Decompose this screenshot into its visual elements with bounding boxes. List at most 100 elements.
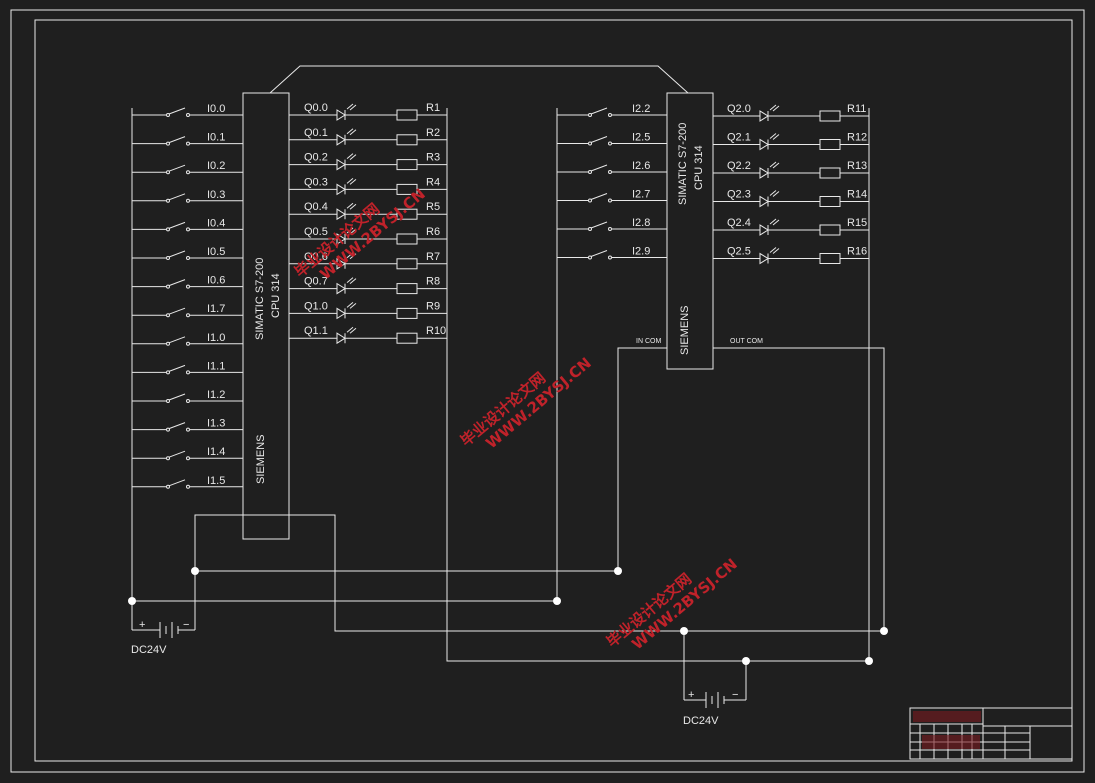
left-input-rungs: I0.0I0.1I0.2I0.3I0.4I0.5I0.6I1.7I1.0I1.1… — [131, 103, 243, 493]
plc-right-cpu: CPU 314 — [693, 145, 705, 190]
output-rung: Q2.0 R11 — [713, 103, 869, 122]
input-address: I2.8 — [632, 217, 650, 229]
output-address: Q0.1 — [304, 127, 328, 139]
input-rung: I1.4 — [131, 446, 243, 465]
dc24v-label: DC24V — [131, 644, 167, 656]
input-address: I1.4 — [207, 446, 225, 458]
resistor — [396, 258, 418, 270]
input-rung: I2.2 — [557, 103, 667, 117]
inner-frame — [34, 19, 1073, 762]
watermark: 毕业设计论文网 WWW.2BYSJ.CN 毕业设计论文网 WWW.2BYSJ.C… — [291, 185, 741, 653]
minus-sign: − — [732, 689, 738, 701]
resistor — [396, 233, 418, 245]
input-rung: I2.9 — [557, 246, 667, 260]
plc-left-body — [242, 92, 290, 540]
input-address: I2.7 — [632, 189, 650, 201]
junction-dots — [128, 567, 888, 665]
resistor — [819, 224, 841, 236]
resistor-label: R1 — [426, 102, 440, 114]
output-rung: Q0.3 R4 — [289, 176, 447, 196]
right-input-rungs: I2.2I2.5I2.6I2.7I2.8I2.9 — [557, 103, 667, 260]
output-address: Q1.0 — [304, 300, 328, 312]
input-rung: I0.1 — [131, 132, 243, 150]
resistor — [396, 159, 418, 171]
dc-supply-right: + − DC24V — [683, 689, 746, 727]
plc-right-brand: SIEMENS — [679, 305, 691, 355]
input-address: I2.6 — [632, 160, 650, 172]
output-address: Q0.3 — [304, 176, 328, 188]
input-address: I1.3 — [207, 418, 225, 430]
output-address: Q2.0 — [727, 103, 751, 115]
resistor-label: R12 — [847, 132, 867, 144]
input-address: I0.6 — [207, 275, 225, 287]
resistor-label: R4 — [426, 176, 440, 188]
resistor — [396, 134, 418, 146]
plc-right-body — [666, 92, 714, 370]
resistor — [396, 307, 418, 319]
out-com-label: OUT COM — [730, 338, 763, 345]
input-rung: I1.0 — [131, 332, 243, 350]
input-rung: I0.0 — [131, 103, 243, 121]
resistor-label: R14 — [847, 189, 867, 201]
plc-left-cpu: CPU 314 — [270, 273, 282, 318]
output-address: Q0.0 — [304, 102, 328, 114]
input-address: I0.3 — [207, 189, 225, 201]
output-rung: Q0.4 R5 — [289, 201, 447, 221]
input-rung: I1.2 — [131, 389, 243, 407]
output-address: Q0.5 — [304, 226, 328, 238]
input-rung: I1.3 — [131, 418, 243, 436]
resistor-label: R16 — [847, 246, 867, 258]
output-address: Q2.5 — [727, 246, 751, 258]
dc-supply-left: + − DC24V — [131, 619, 195, 656]
plus-sign: + — [688, 689, 694, 701]
resistor — [819, 167, 841, 179]
resistor-label: R7 — [426, 251, 440, 263]
output-rung: Q0.7 R8 — [289, 276, 447, 295]
input-address: I2.9 — [632, 246, 650, 258]
plc-link — [269, 65, 689, 94]
resistor — [819, 110, 841, 122]
output-address: Q0.7 — [304, 276, 328, 288]
input-rung: I2.5 — [557, 132, 667, 146]
plus-sign: + — [139, 619, 145, 631]
resistor-label: R11 — [847, 103, 866, 115]
plc-left-model: SIMATIC S7-200 — [254, 258, 266, 340]
output-rung: Q2.5 R16 — [713, 246, 869, 265]
input-rung: I0.3 — [131, 189, 243, 207]
input-address: I2.5 — [632, 132, 650, 144]
input-rung: I0.5 — [131, 246, 243, 264]
input-address: I0.5 — [207, 246, 225, 258]
wiring — [131, 108, 885, 700]
plc-left-brand: SIEMENS — [255, 434, 267, 484]
input-rung: I2.6 — [557, 160, 667, 174]
output-address: Q0.4 — [304, 201, 328, 213]
output-address: Q0.2 — [304, 152, 328, 164]
input-rung: I1.5 — [131, 475, 243, 493]
output-address: Q2.3 — [727, 189, 751, 201]
input-rung: I0.4 — [131, 217, 243, 236]
input-address: I0.4 — [207, 217, 225, 229]
resistor-label: R10 — [426, 325, 446, 337]
dc24v-label: DC24V — [683, 715, 719, 727]
resistor-label: R5 — [426, 201, 440, 213]
input-address: I1.0 — [207, 332, 225, 344]
input-address: I1.1 — [207, 360, 225, 372]
resistor — [819, 253, 841, 264]
input-address: I1.7 — [207, 303, 225, 315]
output-address: Q2.1 — [727, 132, 751, 144]
input-rung: I1.1 — [131, 360, 243, 379]
resistor-label: R8 — [426, 276, 440, 288]
input-address: I0.0 — [207, 103, 225, 115]
input-rung: I2.7 — [557, 189, 667, 203]
input-address: I1.5 — [207, 475, 225, 487]
resistor — [396, 109, 418, 121]
input-address: I1.2 — [207, 389, 225, 401]
